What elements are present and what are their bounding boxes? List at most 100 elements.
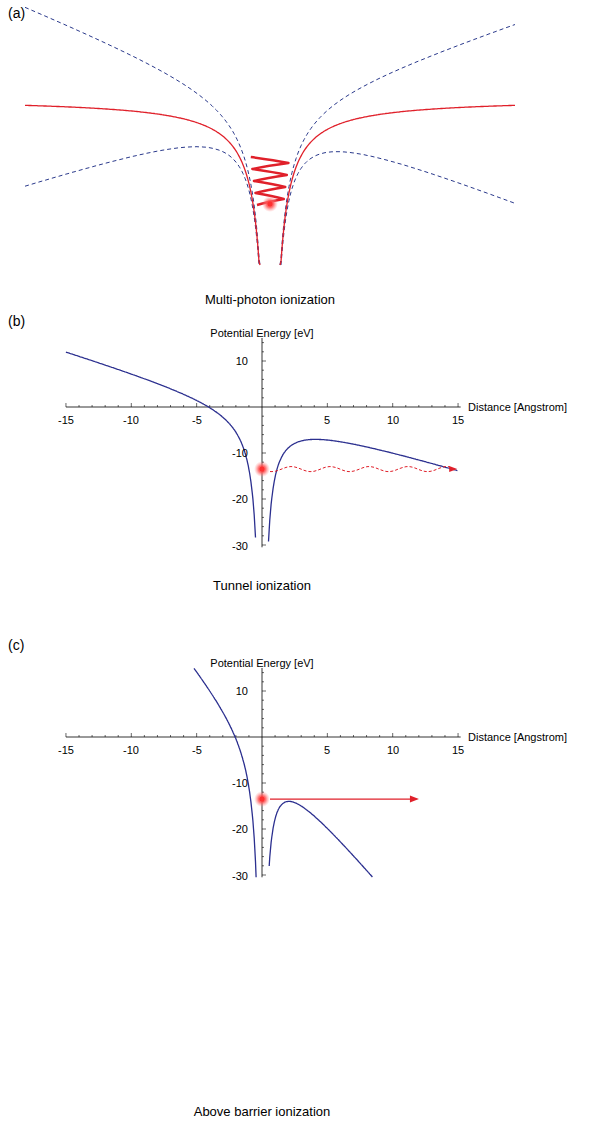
y-tick xyxy=(262,370,264,371)
x-tick xyxy=(79,735,80,737)
y-axis xyxy=(262,668,263,877)
electron-core xyxy=(260,467,265,472)
x-tick xyxy=(157,735,158,737)
y-tick xyxy=(262,727,264,728)
x-tick xyxy=(118,735,119,737)
panel-b xyxy=(66,338,461,547)
y-tick xyxy=(262,718,264,719)
x-tick xyxy=(248,735,249,737)
y-tick xyxy=(262,856,264,857)
panel-letter: (a) xyxy=(8,6,25,21)
tick-label: 10 xyxy=(387,414,399,426)
x-tick xyxy=(444,735,445,737)
x-tick xyxy=(157,405,158,407)
panel-caption: Multi-photon ionization xyxy=(205,293,335,307)
tick-label: -5 xyxy=(192,744,202,756)
x-tick xyxy=(301,405,302,407)
x-tick xyxy=(366,735,367,737)
y-tick xyxy=(262,434,264,435)
x-tick xyxy=(183,405,184,407)
x-tick xyxy=(379,735,380,737)
arrowhead xyxy=(410,796,419,803)
y-tick xyxy=(262,875,266,876)
tick-label: -20 xyxy=(232,823,248,835)
potential-curve xyxy=(269,439,458,541)
x-tick xyxy=(65,403,66,407)
x-tick xyxy=(209,735,210,737)
x-tick xyxy=(340,405,341,407)
y-tick xyxy=(262,746,264,747)
y-tick xyxy=(262,535,264,536)
y-tick xyxy=(262,681,264,682)
tick-label: -10 xyxy=(232,777,248,789)
tick-label: -10 xyxy=(123,744,139,756)
y-tick xyxy=(262,819,264,820)
axis-title: Distance [Angstrom] xyxy=(468,401,567,413)
y-tick xyxy=(262,773,264,774)
y-tick xyxy=(262,361,266,362)
y-tick xyxy=(262,388,264,389)
tick-label: 10 xyxy=(236,355,248,367)
x-tick xyxy=(431,735,432,737)
tick-label: -15 xyxy=(58,414,74,426)
potential-curve xyxy=(194,668,256,877)
field-potential-dashed xyxy=(281,152,515,265)
x-tick xyxy=(105,405,106,407)
x-tick xyxy=(248,405,249,407)
y-tick xyxy=(262,351,264,352)
potential-curve xyxy=(269,801,372,877)
y-tick xyxy=(262,783,266,784)
x-tick xyxy=(131,403,132,407)
x-tick xyxy=(444,405,445,407)
x-axis xyxy=(66,737,461,738)
x-tick xyxy=(170,735,171,737)
y-axis xyxy=(262,338,263,547)
y-tick xyxy=(262,379,264,380)
y-tick xyxy=(262,672,264,673)
x-tick xyxy=(275,735,276,737)
panel-c xyxy=(66,668,461,877)
y-tick xyxy=(262,425,264,426)
arrowhead xyxy=(449,466,457,472)
tick-label: -5 xyxy=(192,414,202,426)
electron xyxy=(254,461,270,477)
x-tick xyxy=(392,733,393,737)
electron-core xyxy=(268,202,273,207)
x-tick xyxy=(418,405,419,407)
x-tick xyxy=(92,735,93,737)
y-tick xyxy=(262,865,264,866)
panel-caption: Above barrier ionization xyxy=(194,1105,331,1119)
axis-title: Potential Energy [eV] xyxy=(210,327,313,339)
y-tick xyxy=(262,700,264,701)
y-tick xyxy=(262,526,264,527)
y-tick xyxy=(262,453,266,454)
x-tick xyxy=(196,733,197,737)
x-tick xyxy=(131,733,132,737)
potential-curve xyxy=(66,352,256,537)
y-tick xyxy=(262,764,264,765)
tick-label: 10 xyxy=(236,685,248,697)
electron xyxy=(254,791,270,807)
axis-title: Distance [Angstrom] xyxy=(468,731,567,743)
tick-label: -10 xyxy=(123,414,139,426)
y-tick xyxy=(262,416,264,417)
x-tick xyxy=(288,405,289,407)
x-tick xyxy=(170,405,171,407)
x-tick xyxy=(458,403,459,407)
x-tick xyxy=(183,735,184,737)
panel-letter: (b) xyxy=(8,314,25,329)
x-axis xyxy=(66,407,461,408)
coulomb-potential xyxy=(25,105,260,265)
x-tick xyxy=(92,405,93,407)
x-tick xyxy=(196,403,197,407)
tick-label: 15 xyxy=(452,414,464,426)
y-tick xyxy=(262,480,264,481)
x-tick xyxy=(209,405,210,407)
tick-label: 15 xyxy=(452,744,464,756)
x-tick xyxy=(144,735,145,737)
tunnelling-path xyxy=(270,467,450,472)
x-tick xyxy=(118,405,119,407)
y-tick xyxy=(262,810,264,811)
tick-label: -30 xyxy=(232,870,248,882)
